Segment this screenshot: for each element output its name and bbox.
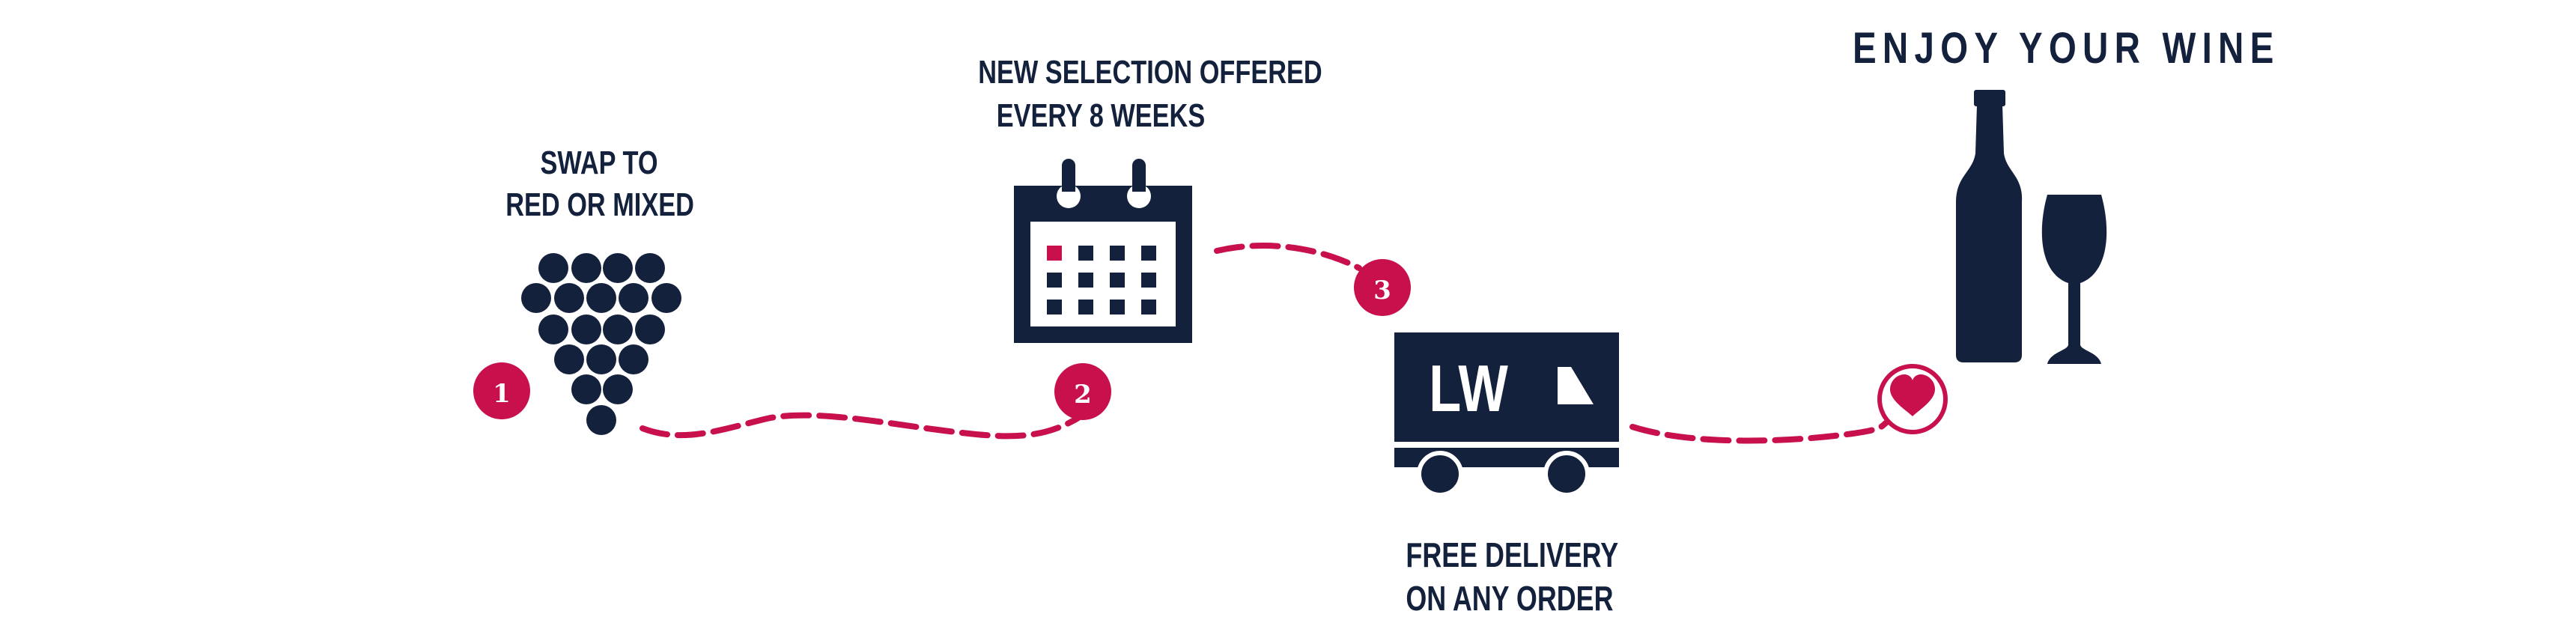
step-4-label: ENJOY YOUR WINE <box>1853 22 2280 75</box>
step-3-label: FREE DELIVERY ON ANY ORDER <box>1406 533 1619 620</box>
step-2-line-1: NEW SELECTION OFFERED <box>978 54 1322 91</box>
calendar-icon <box>1014 159 1192 343</box>
dashed-connector-1-2 <box>640 412 1085 440</box>
step-3-line-2: ON ANY ORDER <box>1406 579 1614 618</box>
dashed-connector-2-3 <box>1214 243 1362 271</box>
step-1-line-2: RED OR MIXED <box>505 186 694 223</box>
step-4-heading: ENJOY YOUR WINE <box>1853 24 2280 73</box>
step-1-line-1: SWAP TO <box>540 145 658 181</box>
step-badge-1: 1 <box>473 362 530 419</box>
step-badge-2: 2 <box>1054 363 1111 420</box>
truck-logo-text: LW <box>1429 351 1508 425</box>
step-number-3: 3 <box>1373 276 1391 306</box>
step-2-line-2: EVERY 8 WEEKS <box>996 97 1206 134</box>
dashed-connector-3-heart <box>1629 418 1892 444</box>
step-3-line-1: FREE DELIVERY <box>1406 535 1619 574</box>
step-2-label: NEW SELECTION OFFERED EVERY 8 WEEKS <box>978 51 1322 138</box>
heart-icon <box>1877 364 1948 434</box>
step-badge-3: 3 <box>1354 259 1411 316</box>
wine-bottle-and-glass-icon <box>1956 90 2107 364</box>
grapes-icon <box>521 253 681 435</box>
step-number-1: 1 <box>493 379 511 409</box>
step-1-label: SWAP TO RED OR MIXED <box>505 142 694 226</box>
delivery-truck-icon: LW <box>1394 332 1619 497</box>
step-number-2: 2 <box>1074 380 1092 410</box>
